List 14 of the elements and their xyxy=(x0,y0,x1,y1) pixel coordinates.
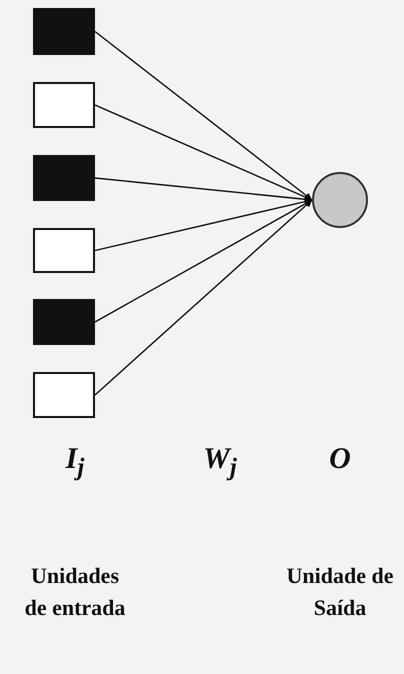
input-units-caption: Unidades de entrada xyxy=(24,562,126,622)
output-symbol: O xyxy=(328,442,352,476)
input-symbol: I$_{j}$ xyxy=(64,442,86,483)
weight-symbol: W$_{j}$ xyxy=(202,442,238,483)
connection-arrow xyxy=(94,177,312,203)
empty-input-square xyxy=(33,228,95,273)
output-unit-caption: Unidade de Saída xyxy=(286,562,394,622)
filled-input-square xyxy=(33,8,95,55)
filled-input-square xyxy=(33,155,95,201)
connection-arrow xyxy=(94,199,312,396)
connection-arrow xyxy=(94,30,312,201)
empty-input-square xyxy=(33,82,95,128)
empty-input-square xyxy=(33,372,95,418)
filled-input-square xyxy=(33,299,95,345)
